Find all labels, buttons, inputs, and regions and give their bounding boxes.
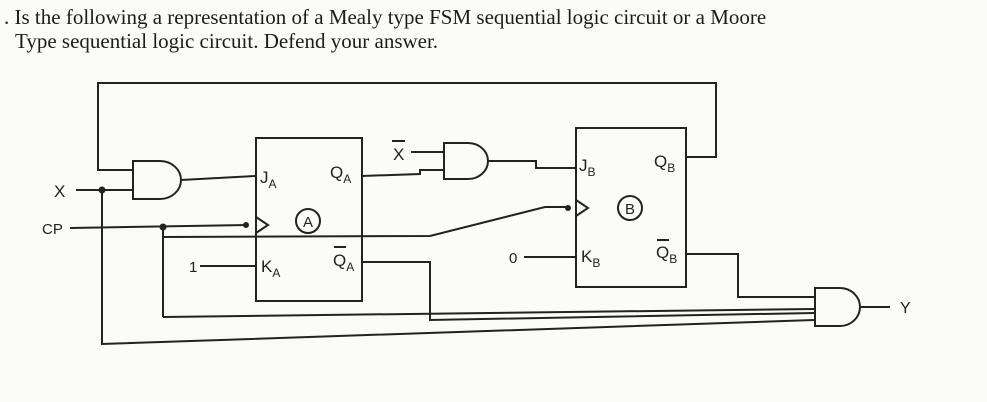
question-line-1: . Is the following a representation of a… bbox=[4, 5, 767, 29]
junction-x bbox=[98, 186, 106, 194]
label-cp: CP bbox=[42, 221, 63, 238]
label-x-bar: X bbox=[393, 145, 404, 164]
label-ka: KA bbox=[261, 257, 280, 280]
and-gate-output bbox=[814, 287, 861, 327]
label-jb: JB bbox=[579, 156, 596, 179]
ff-b-name: B bbox=[625, 201, 635, 218]
label-one: 1 bbox=[189, 259, 197, 276]
label-x: X bbox=[54, 182, 65, 201]
and-gate-1 bbox=[132, 160, 182, 200]
label-qa-bar: QA bbox=[333, 251, 354, 274]
wires bbox=[69, 82, 890, 346]
junction-cp bbox=[159, 223, 167, 231]
label-ja: JA bbox=[260, 168, 277, 191]
label-kb: KB bbox=[581, 247, 600, 270]
label-qb: QB bbox=[654, 152, 675, 175]
clock-input-a bbox=[255, 216, 270, 234]
and-gate-2 bbox=[443, 142, 489, 180]
label-zero: 0 bbox=[509, 250, 517, 267]
clock-input-b bbox=[575, 199, 590, 217]
flip-flop-b-box bbox=[575, 127, 687, 288]
label-y: Y bbox=[900, 300, 911, 317]
ff-a-name: A bbox=[303, 214, 313, 231]
label-qa: QA bbox=[330, 163, 351, 186]
question-line-2: Type sequential logic circuit. Defend yo… bbox=[15, 29, 439, 53]
label-qb-bar: QB bbox=[656, 243, 677, 266]
flip-flop-a-box bbox=[255, 137, 363, 302]
